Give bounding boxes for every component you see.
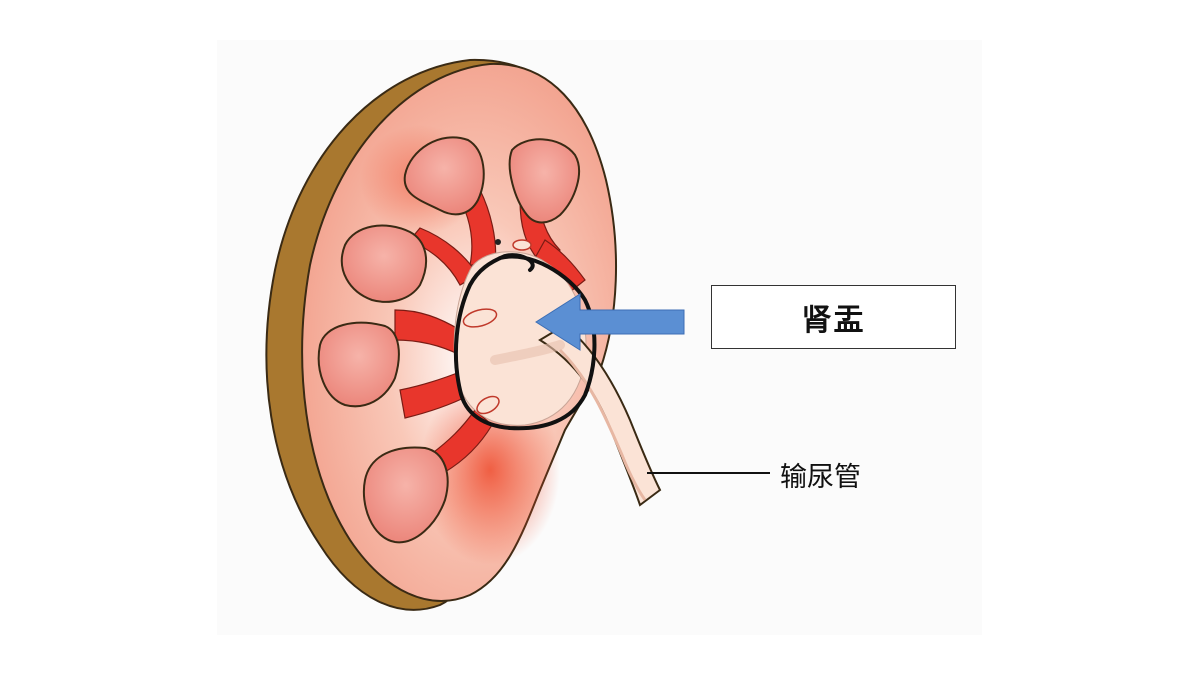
pyramid-1 — [403, 136, 485, 216]
renal-pyramids — [317, 136, 580, 544]
renal-pelvis-label: 肾盂 — [801, 303, 866, 338]
pelvis-highlight-circle — [453, 253, 597, 431]
pelvis-channel — [490, 340, 565, 365]
renal-medulla — [394, 189, 586, 473]
pyramid-2 — [508, 138, 580, 224]
ureter-label: 输尿管 — [780, 462, 861, 493]
marker-dot — [495, 239, 501, 245]
calyx-openings — [462, 239, 532, 415]
ureter-inner — [558, 348, 647, 501]
renal-pelvis-label-box: 肾盂 — [711, 285, 956, 349]
pyramid-3 — [340, 224, 428, 303]
pyramid-5 — [362, 446, 449, 544]
pyramid-4 — [317, 321, 400, 408]
pointer-arrow — [535, 293, 685, 351]
